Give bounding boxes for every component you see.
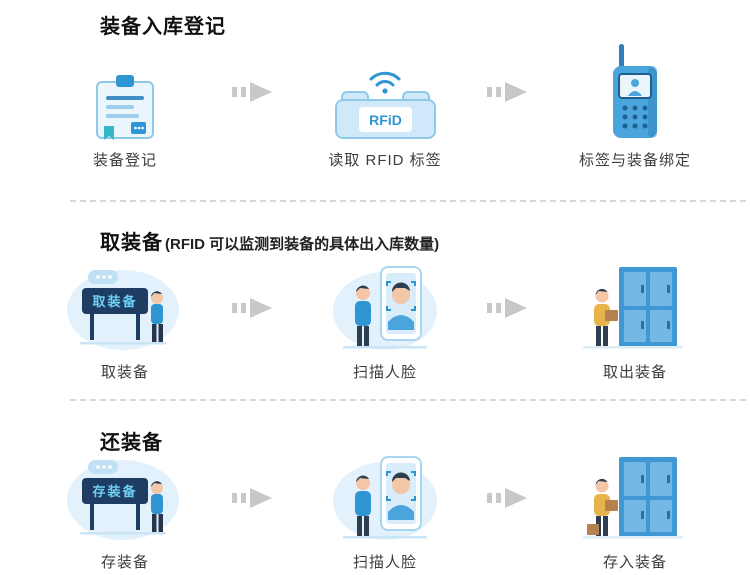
arrow-icon xyxy=(215,262,295,354)
signboard-person-icon: 存装备 xyxy=(60,452,190,544)
step-label: 读取 RFID 标签 xyxy=(328,152,442,169)
step-label: 存入装备 xyxy=(602,554,667,571)
step-take-equipment: 取装备 取装备 xyxy=(35,262,215,382)
locker-person-icon xyxy=(575,262,695,354)
locker-person-icon xyxy=(575,452,695,544)
handheld-radio-icon xyxy=(603,42,667,142)
rfid-card-label: RFiD xyxy=(369,112,402,128)
section-title-text: 取装备 xyxy=(100,232,163,254)
step-label: 扫描人脸 xyxy=(352,364,417,381)
sign-text: 取装备 xyxy=(92,294,137,309)
row-take-equipment: 取装备 取装备 xyxy=(35,262,725,382)
section-title-return: 还装备 xyxy=(100,426,165,455)
arrow-icon xyxy=(215,452,295,544)
dashed-divider xyxy=(70,399,746,401)
section-subtitle-text: (RFID 可以监测到装备的具体出入库数量) xyxy=(165,236,440,253)
arrow-icon xyxy=(475,262,545,354)
face-scan-icon xyxy=(325,452,445,544)
step-scan-face: 扫描人脸 xyxy=(295,262,475,382)
section-title-registration: 装备入库登记 xyxy=(100,10,228,39)
step-equipment-registration: 装备登记 xyxy=(35,42,215,170)
step-label: 取装备 xyxy=(100,364,149,381)
row-return-equipment: 存装备 存装备 xyxy=(35,452,725,572)
step-store-equipment: 存装备 存装备 xyxy=(35,452,215,572)
section-title-text: 还装备 xyxy=(100,432,163,454)
arrow-icon xyxy=(475,452,545,544)
step-scan-face: 扫描人脸 xyxy=(295,452,475,572)
clipboard-icon xyxy=(90,42,160,142)
step-label: 存装备 xyxy=(100,554,149,571)
step-label: 装备登记 xyxy=(92,152,157,169)
section-title-take: 取装备(RFID 可以监测到装备的具体出入库数量) xyxy=(100,226,439,255)
arrow-icon xyxy=(475,42,545,142)
rfid-reader-icon: RFiD xyxy=(328,42,443,142)
step-label: 取出装备 xyxy=(602,364,667,381)
step-label: 扫描人脸 xyxy=(352,554,417,571)
arrow-icon xyxy=(215,42,295,142)
step-store-in-equipment: 存入装备 xyxy=(545,452,725,572)
face-scan-icon xyxy=(325,262,445,354)
step-label: 标签与装备绑定 xyxy=(578,152,691,169)
step-bind-tag-to-equipment: 标签与装备绑定 xyxy=(545,42,725,170)
signboard-person-icon: 取装备 xyxy=(60,262,190,354)
step-read-rfid-tag: RFiD 读取 RFID 标签 xyxy=(295,42,475,170)
dashed-divider xyxy=(70,200,746,202)
sign-text: 存装备 xyxy=(92,484,137,499)
row-registration: 装备登记 RFiD xyxy=(35,42,725,170)
step-take-out-equipment: 取出装备 xyxy=(545,262,725,382)
section-title-text: 装备入库登记 xyxy=(100,16,226,38)
